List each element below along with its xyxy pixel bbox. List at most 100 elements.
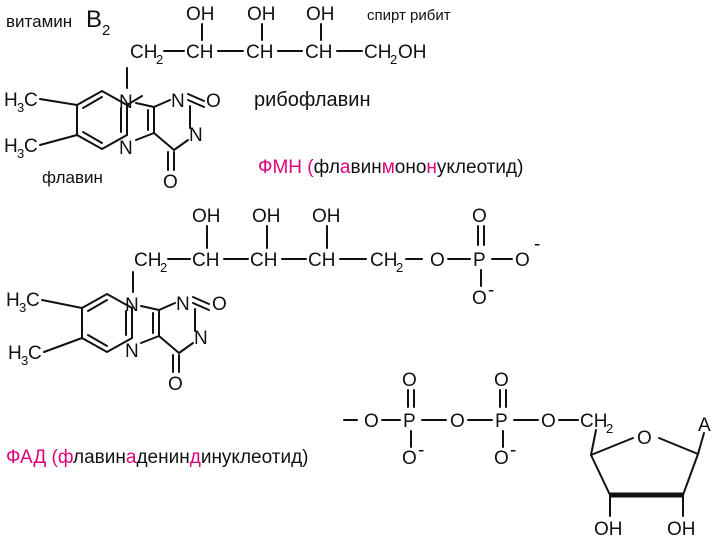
- top-methyl-bond-2: [39, 134, 78, 146]
- fad-part-0: ф: [58, 447, 73, 468]
- mid-o-bridge: O: [430, 250, 445, 271]
- bot-o-2: O: [450, 411, 465, 432]
- ribose-bond-c4-c3: [590, 454, 611, 496]
- bot-p1-o-bottom: O: [402, 448, 417, 469]
- top-bond-h: [173, 139, 189, 151]
- ribose-bond-o-c1: [658, 437, 699, 455]
- top-bond-b: [135, 102, 155, 108]
- mid-methyl-bond-1: [41, 299, 83, 309]
- top-n5: N: [119, 138, 133, 159]
- mid-ch-3: CH: [308, 250, 335, 271]
- top-bond-f-db: [187, 93, 205, 102]
- ribose-o: O: [637, 428, 652, 449]
- mid-oh-1: OH: [192, 206, 221, 227]
- vitamin-b-subscript: 2: [102, 22, 110, 39]
- top-n10: N: [119, 92, 133, 113]
- mid-o-bottom-charge: -: [488, 280, 494, 301]
- top-ch2-sub: 2: [156, 52, 163, 67]
- top-bond-i: [153, 132, 175, 151]
- fad-abbrev: ФАД (: [6, 447, 58, 468]
- mid-bond-b: [140, 305, 160, 311]
- fad-part-5: инуклеотид: [201, 447, 302, 468]
- mid-bond-f: [192, 302, 210, 311]
- top-ch-1: CH: [186, 42, 213, 63]
- top-bond-e: [153, 99, 171, 108]
- top-h3c-2-h: H: [4, 136, 18, 157]
- fad-label: ФАД (флавинадениндинуклеотид): [6, 447, 309, 468]
- top-o4: O: [163, 172, 178, 193]
- mid-n5: N: [125, 341, 139, 362]
- top-isoalloxazine: N N N O N O H 3 C H 3 C: [4, 89, 221, 193]
- fmn-close: ): [517, 157, 523, 178]
- top-oh-1: OH: [186, 4, 215, 25]
- vitamin-b-label: B: [86, 6, 102, 33]
- fmn-part-1: а: [340, 157, 351, 178]
- mid-o4: O: [168, 374, 183, 395]
- mid-ch-1: CH: [192, 250, 219, 271]
- bot-p2-o-top: O: [494, 370, 509, 391]
- fmn-part-2: вин: [351, 157, 382, 178]
- top-h3c-1-c: C: [24, 90, 38, 111]
- ribose-oh-3: OH: [594, 519, 623, 540]
- top-h3c-2-c: C: [24, 136, 38, 157]
- bot-bond-ch2-c4: [590, 429, 597, 456]
- top-ch2oh: CH: [364, 42, 391, 63]
- mid-benzene-db3: [87, 334, 108, 347]
- bot-p1-o-top: O: [402, 370, 417, 391]
- bot-p-1: P: [403, 411, 416, 432]
- bot-p-2: P: [495, 411, 508, 432]
- mid-n1: N: [176, 294, 190, 315]
- mid-o-bottom: O: [472, 288, 487, 309]
- ribose-oh-2: OH: [667, 519, 696, 540]
- fad-part-3: денин: [136, 447, 189, 468]
- mid-oh-3: OH: [312, 206, 341, 227]
- mid-benzene-db1: [87, 299, 108, 312]
- mid-methyl-bond-2: [43, 337, 83, 353]
- ribose-ring: O OH OH: [590, 428, 705, 540]
- mid-oh-2: OH: [252, 206, 281, 227]
- mid-ch2: CH: [134, 250, 161, 271]
- adenine-label: A: [698, 415, 711, 436]
- mid-ch2-tail-sub: 2: [396, 260, 403, 275]
- mid-o-top: O: [472, 206, 487, 227]
- mid-bond-d: [140, 335, 160, 344]
- bot-ch2-sub: 2: [606, 421, 613, 436]
- fad-part-4: д: [190, 447, 201, 468]
- top-oh-2: OH: [247, 4, 276, 25]
- fmn-label: ФМН (флавинмононуклеотид): [258, 157, 523, 178]
- top-ch2oh-oh: OH: [398, 42, 427, 63]
- top-h3c-1-sub: 3: [17, 100, 24, 115]
- vitamin-label: витамин: [6, 12, 72, 31]
- top-ch-2: CH: [246, 42, 273, 63]
- mid-bond-h: [178, 342, 194, 354]
- top-h3c-2-sub: 3: [17, 146, 24, 161]
- mid-n3: N: [194, 328, 208, 349]
- riboflavin-label: рибофлавин: [254, 89, 371, 111]
- mid-o2: O: [212, 294, 227, 315]
- mid-isoalloxazine: N N N O N O H 3 C H 3 C: [6, 290, 227, 395]
- fad-part-2: а: [126, 447, 137, 468]
- top-bond-d: [135, 132, 155, 141]
- mid-h3c-1-c: C: [26, 290, 40, 311]
- mid-ch2-sub: 2: [160, 260, 167, 275]
- ribose-bond-c1-adenine: [697, 432, 705, 455]
- top-methyl-bond-1: [39, 98, 78, 106]
- ribitol-label: спирт рибит: [367, 7, 451, 24]
- bot-p2-o-bottom-charge: -: [510, 440, 516, 461]
- top-benzene-db3: [82, 131, 103, 144]
- fmn-part-4: оно: [395, 157, 427, 178]
- mid-ch-2: CH: [250, 250, 277, 271]
- top-ch-3: CH: [305, 42, 332, 63]
- fad-part-1: лавин: [73, 447, 126, 468]
- top-bond-a: [126, 95, 143, 106]
- top-oh-3: OH: [306, 4, 335, 25]
- top-n3: N: [189, 125, 203, 146]
- bot-o-3: O: [541, 411, 556, 432]
- mid-h3c-2-sub: 3: [21, 353, 28, 368]
- fad-close: ): [302, 447, 308, 468]
- mid-bond-e: [158, 302, 176, 311]
- fmn-part-5: н: [426, 157, 437, 178]
- mid-p: P: [473, 250, 486, 271]
- mid-bond-f-db: [192, 296, 210, 305]
